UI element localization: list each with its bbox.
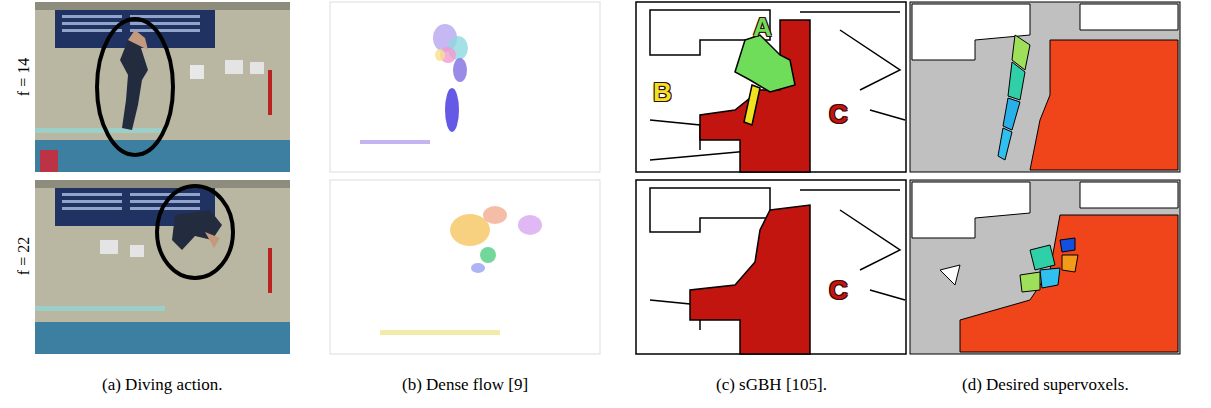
photo-bottom [35, 180, 290, 354]
region-letter: C [829, 275, 848, 306]
region-letter: A [753, 12, 772, 43]
flow-field [330, 2, 600, 354]
segmentation-sgbh [636, 2, 906, 354]
panel-caption: (d) Desired supervoxels. [962, 375, 1129, 395]
region-letter: B [653, 77, 672, 108]
region-letter: C [829, 99, 848, 130]
row-label: f = 22 [15, 237, 33, 275]
panel-caption: (c) sGBH [105]. [716, 375, 827, 395]
photo-top [35, 2, 290, 172]
panel-caption: (b) Dense flow [9] [402, 375, 528, 395]
row-label: f = 14 [15, 58, 33, 96]
panel-caption: (a) Diving action. [102, 375, 222, 395]
desired-supervoxels [910, 2, 1180, 354]
